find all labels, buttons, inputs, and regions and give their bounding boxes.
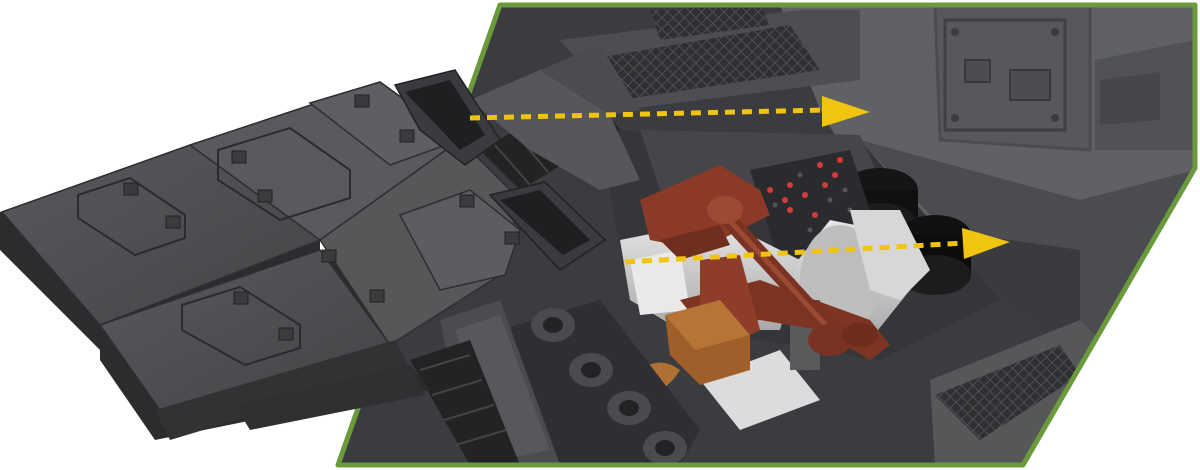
lower-flow-arrow (624, 228, 1010, 265)
upper-flow-arrow (469, 96, 870, 127)
engine-frame (640, 165, 890, 360)
deck-plates (0, 69, 607, 440)
hull-interior (338, 5, 1195, 465)
hatch-panel (943, 18, 1067, 132)
